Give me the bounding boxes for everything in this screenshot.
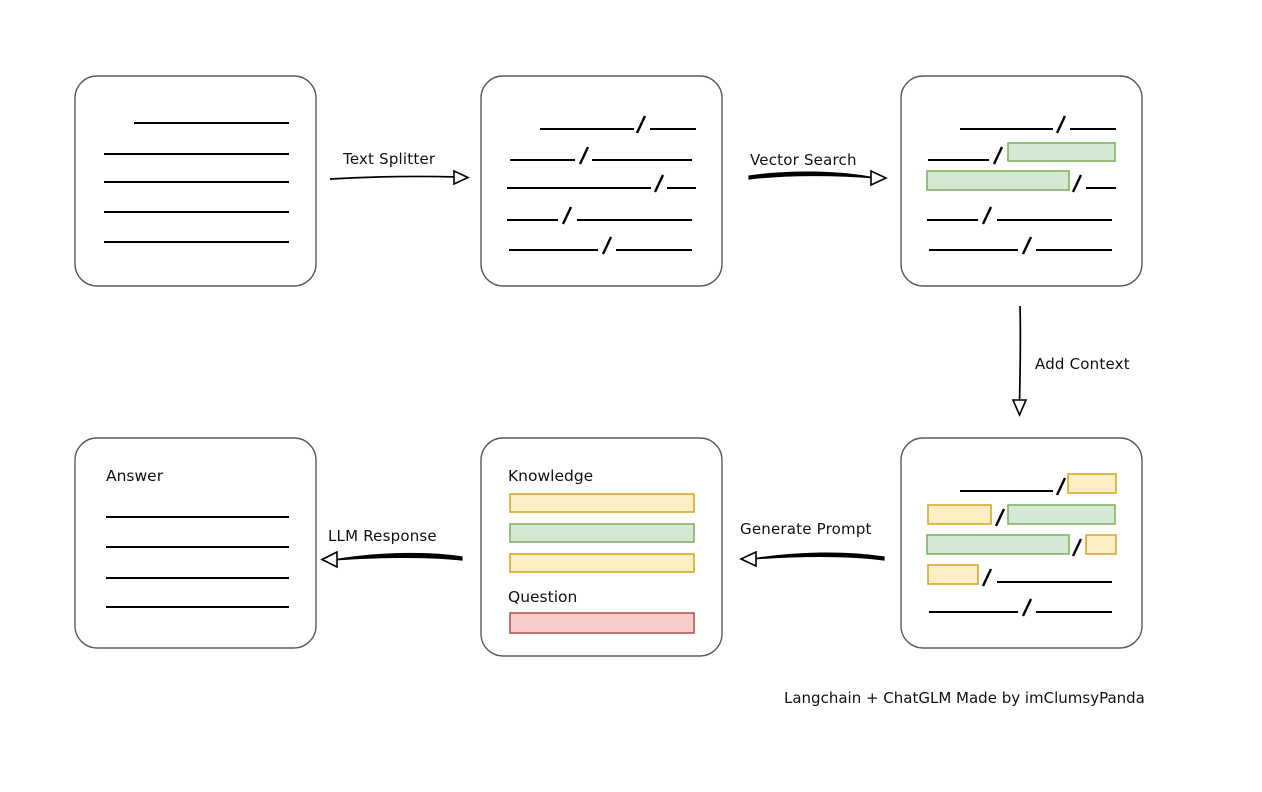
- question-heading: Question: [508, 588, 577, 606]
- matched-chunks-lines: [926, 115, 1116, 255]
- knowledge-heading: Knowledge: [508, 467, 593, 485]
- edge-llm-response[interactable]: LLM Response: [320, 527, 463, 569]
- edge-text-splitter-label: Text Splitter: [342, 150, 436, 168]
- edge-add-context-label: Add Context: [1035, 355, 1130, 373]
- answer-card[interactable]: [74, 437, 317, 649]
- edge-generate-prompt-label: Generate Prompt: [740, 520, 872, 538]
- highlight-yellow-chunk: [1067, 473, 1117, 494]
- highlight-green-chunk: [926, 534, 1070, 555]
- knowledge-bar-yellow: [509, 493, 695, 513]
- edge-add-context[interactable]: Add Context: [1011, 305, 1130, 418]
- question-bar-red: [509, 612, 695, 634]
- edge-vector-search-label: Vector Search: [750, 151, 857, 169]
- diagram-caption: Langchain + ChatGLM Made by imClumsyPand…: [784, 689, 1145, 707]
- edge-llm-response-label: LLM Response: [328, 527, 437, 545]
- edge-generate-prompt[interactable]: Generate Prompt: [739, 520, 885, 568]
- highlight-green-chunk: [1007, 142, 1116, 162]
- edge-text-splitter[interactable]: Text Splitter: [329, 150, 470, 186]
- source-document-lines: [104, 122, 289, 243]
- source-document-card[interactable]: [74, 75, 317, 287]
- knowledge-bar-yellow: [509, 553, 695, 573]
- context-chunks-lines: [926, 473, 1117, 617]
- highlight-yellow-chunk: [927, 504, 992, 525]
- highlight-yellow-chunk: [927, 564, 979, 585]
- node-split-chunks[interactable]: [480, 75, 723, 287]
- highlight-yellow-chunk: [1085, 534, 1117, 555]
- node-matched-chunks[interactable]: [900, 75, 1143, 287]
- answer-lines: [106, 516, 289, 608]
- edge-vector-search[interactable]: Vector Search: [748, 151, 888, 187]
- node-context-chunks[interactable]: [900, 437, 1143, 649]
- highlight-green-chunk: [1007, 504, 1116, 525]
- answer-heading: Answer: [106, 467, 164, 485]
- node-source-document[interactable]: [74, 75, 317, 287]
- prompt-card[interactable]: [480, 437, 723, 657]
- node-prompt[interactable]: Knowledge Question: [480, 437, 723, 657]
- node-answer[interactable]: Answer: [74, 437, 317, 649]
- split-chunks-card[interactable]: [480, 75, 723, 287]
- highlight-green-chunk: [926, 170, 1070, 191]
- knowledge-bar-green: [509, 523, 695, 543]
- split-chunks-lines: [507, 115, 696, 255]
